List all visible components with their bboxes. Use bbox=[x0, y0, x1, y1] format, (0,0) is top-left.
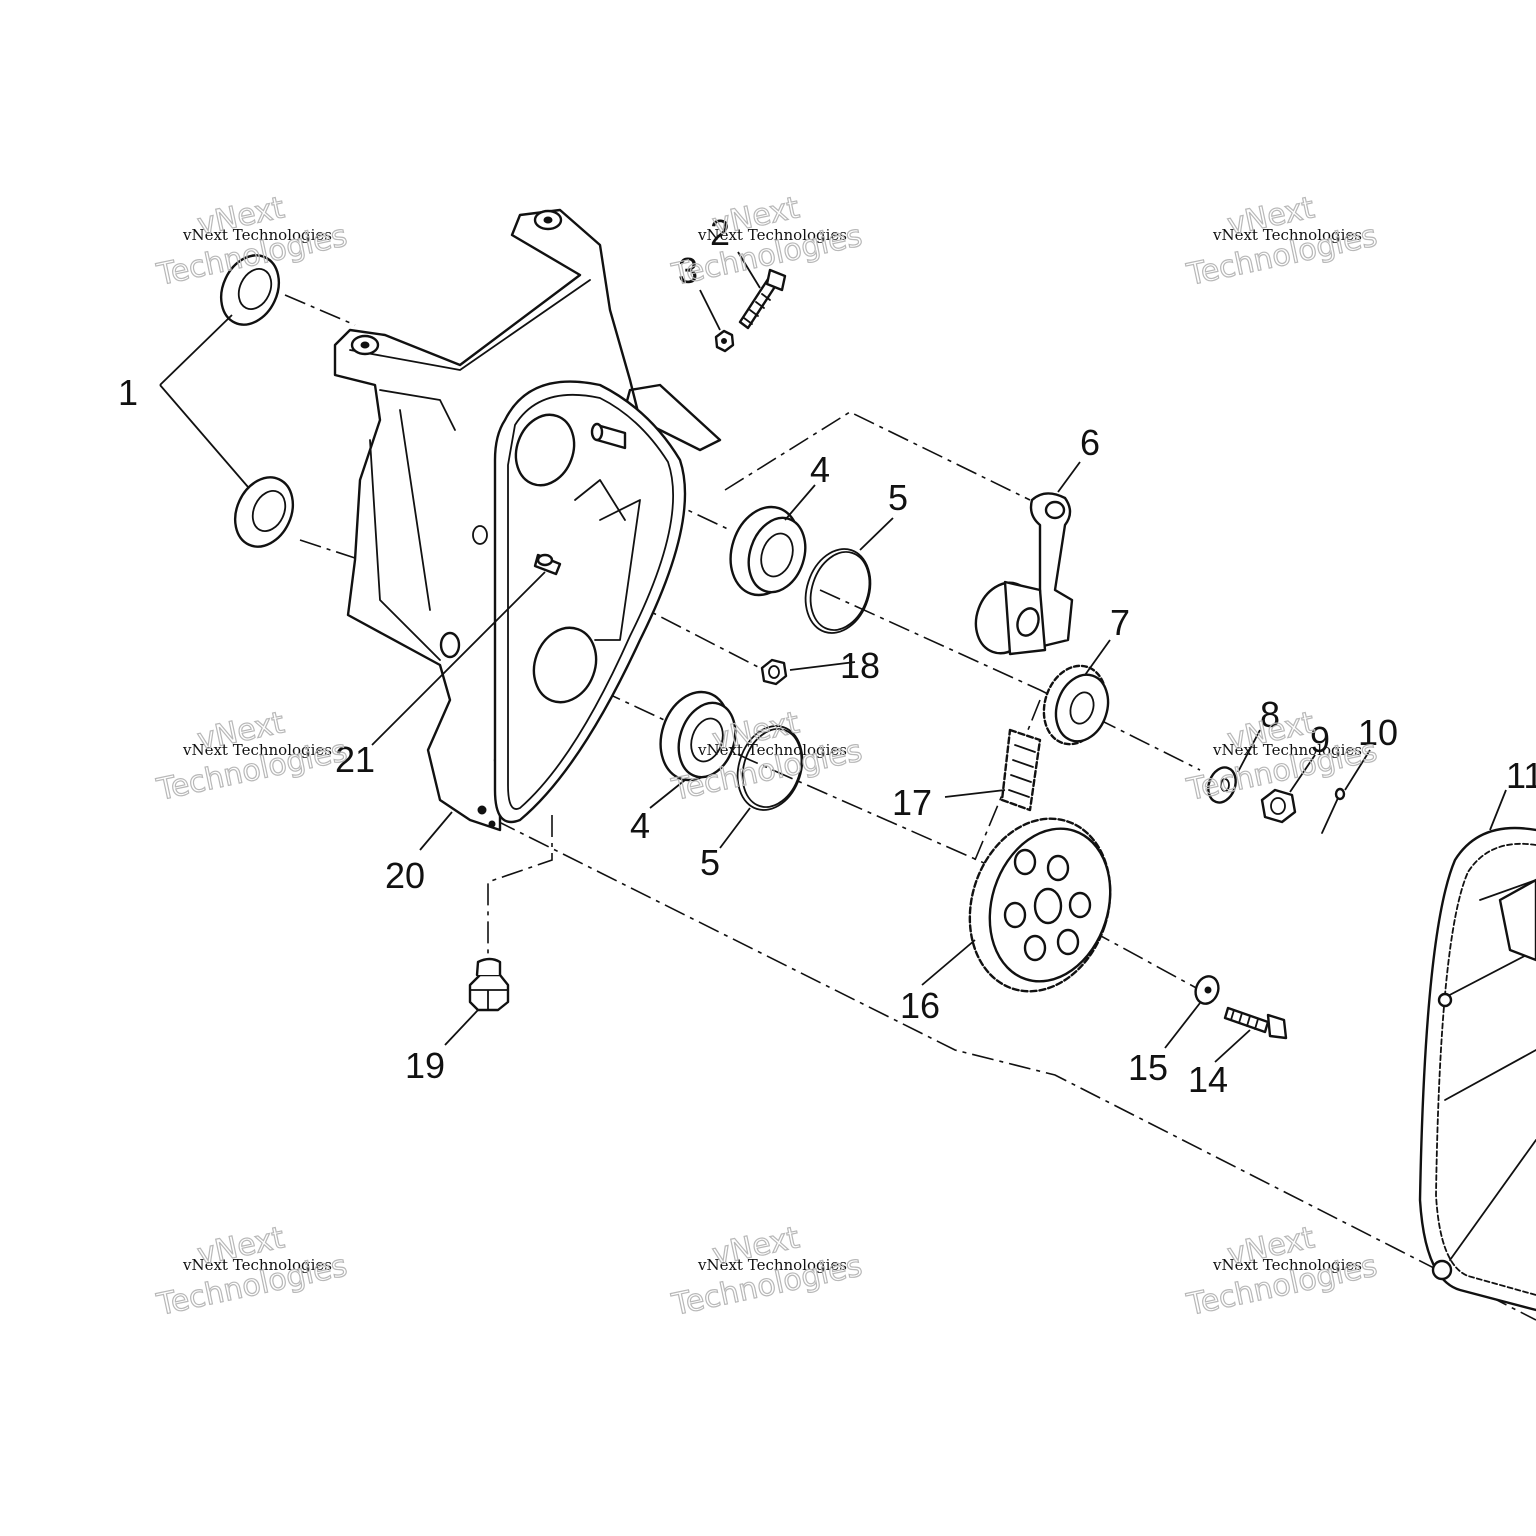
washer-15 bbox=[1194, 975, 1220, 1005]
leader-lines bbox=[159, 251, 1507, 1063]
callout-2: 2 bbox=[710, 212, 730, 253]
bearing-lower bbox=[659, 690, 737, 782]
callout-20: 20 bbox=[385, 855, 425, 896]
chaincase-cover bbox=[1418, 826, 1536, 1312]
watermark-bottom-left: vNext Technologies vNext Technologies bbox=[153, 1220, 351, 1324]
callout-5-lower: 5 bbox=[700, 842, 720, 883]
washer-8 bbox=[1207, 766, 1237, 804]
callout-7: 7 bbox=[1110, 602, 1130, 643]
nut-18 bbox=[760, 658, 788, 686]
drain-plug-19 bbox=[468, 957, 510, 1012]
seal-lower bbox=[233, 476, 295, 548]
cotter-pin-10 bbox=[1321, 787, 1346, 834]
nut-3 bbox=[714, 329, 735, 353]
svg-text:vNext Technologies: vNext Technologies bbox=[1212, 741, 1362, 759]
svg-text:vNext Technologies: vNext Technologies bbox=[1212, 1256, 1362, 1274]
callout-9: 9 bbox=[1310, 719, 1330, 760]
seal-upper bbox=[219, 254, 281, 326]
svg-text:vNext Technologies: vNext Technologies bbox=[182, 1256, 332, 1274]
nut-9 bbox=[1260, 788, 1297, 824]
callout-15: 15 bbox=[1128, 1047, 1168, 1088]
callout-3: 3 bbox=[678, 250, 698, 291]
svg-text:vNext Technologies: vNext Technologies bbox=[697, 1256, 847, 1274]
callout-5-upper: 5 bbox=[888, 477, 908, 518]
callout-21: 21 bbox=[335, 739, 375, 780]
callout-6: 6 bbox=[1080, 422, 1100, 463]
svg-text:vNext Technologies: vNext Technologies bbox=[697, 741, 847, 759]
svg-text:vNext Technologies: vNext Technologies bbox=[697, 226, 847, 244]
callout-17: 17 bbox=[892, 782, 932, 823]
watermark-middle-left: vNext Technologies vNext Technologies bbox=[153, 705, 351, 809]
callout-1: 1 bbox=[118, 372, 138, 413]
callout-4-lower: 4 bbox=[630, 805, 650, 846]
chaincase-housing bbox=[333, 208, 722, 832]
lower-sprocket bbox=[968, 817, 1112, 993]
bolt-14 bbox=[1223, 1006, 1288, 1040]
tensioner-arm bbox=[974, 492, 1074, 656]
bearing-upper bbox=[729, 505, 807, 597]
callout-10: 10 bbox=[1358, 712, 1398, 753]
callout-14: 14 bbox=[1188, 1059, 1228, 1100]
chain bbox=[1000, 728, 1042, 812]
upper-sprocket bbox=[1042, 664, 1110, 746]
bolt-2 bbox=[738, 268, 787, 330]
svg-text:vNext Technologies: vNext Technologies bbox=[1212, 226, 1362, 244]
callout-19: 19 bbox=[405, 1045, 445, 1086]
watermark-top-center: vNext Technologies vNext Technologies bbox=[668, 190, 866, 294]
callouts: 1 2 3 4 5 6 7 8 9 10 11 18 17 21 4 5 20 … bbox=[118, 212, 1536, 1100]
snap-ring-upper bbox=[804, 548, 872, 634]
callout-11: 11 bbox=[1506, 755, 1536, 796]
svg-text:vNext Technologies: vNext Technologies bbox=[182, 741, 332, 759]
watermark-bottom-center: vNext Technologies vNext Technologies bbox=[668, 1220, 866, 1324]
svg-text:vNext Technologies: vNext Technologies bbox=[182, 226, 332, 244]
callout-18: 18 bbox=[840, 645, 880, 686]
callout-8: 8 bbox=[1260, 694, 1280, 735]
callout-16: 16 bbox=[900, 985, 940, 1026]
watermark-top-right: vNext Technologies vNext Technologies bbox=[1183, 190, 1381, 294]
stud bbox=[533, 553, 562, 576]
callout-4-upper: 4 bbox=[810, 449, 830, 490]
snap-ring-lower bbox=[736, 725, 804, 811]
watermark-bottom-right: vNext Technologies vNext Technologies bbox=[1183, 1220, 1381, 1324]
